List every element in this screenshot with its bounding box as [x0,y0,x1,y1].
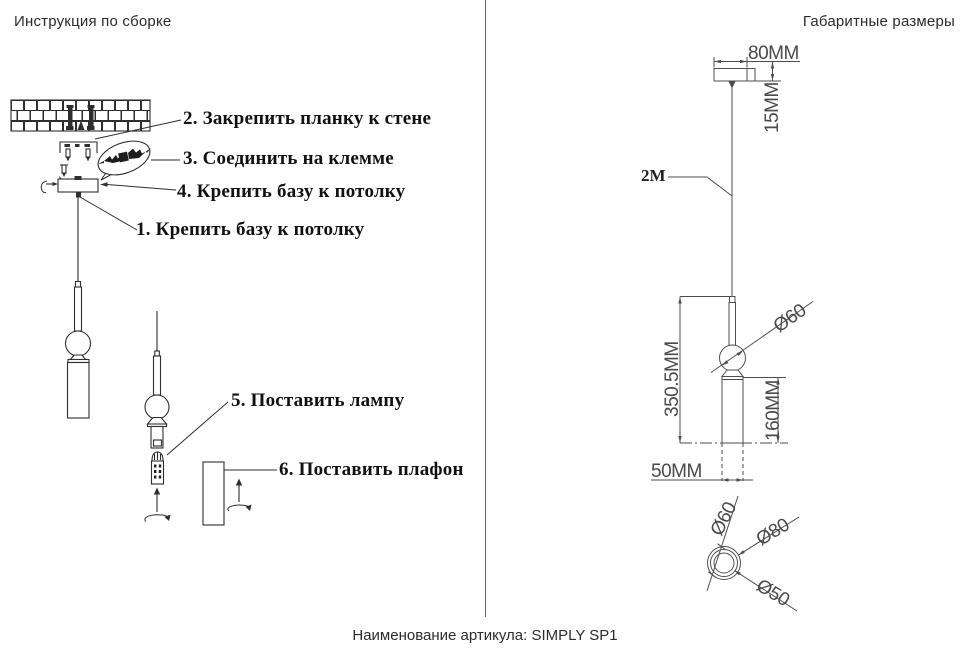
shade-height-value: 160MM [763,380,784,441]
dimension-bottom-d60 [706,495,739,592]
dimension-bottom-d80 [738,516,800,556]
leader-line-step-4 [100,182,177,191]
cord-length-label: 2М [641,166,666,185]
leader-line-step-2 [94,119,182,140]
shade-body-drawing [720,369,745,481]
shade-cylinder-drawing [202,461,225,526]
bulb-insert-arrow-icon [153,487,161,512]
dimension-shade-height [743,377,786,443]
bottom-view-circles [707,546,741,580]
dimension-bottom-d50 [734,570,798,612]
step-3-label: 3. Соединить на клемме [183,148,394,169]
step-2-label: 2. Закрепить планку к стене [183,108,432,129]
bottom-d80-value: Ø80 [753,515,793,551]
led-bulb-icon [150,439,165,485]
article-caption: Наименование артикула: SIMPLY SP1 [352,627,618,644]
step-5-label: 5. Поставить лампу [231,390,405,411]
dimension-plate-width [713,57,800,68]
loose-screw-icon [59,164,68,181]
step-6-label: 6. Поставить плафон [279,459,464,480]
terminal-callout [97,140,151,181]
dimension-sphere-diameter [710,301,814,373]
leader-line-step-1 [79,196,138,231]
wall-anchor-screws [66,105,95,130]
mounting-bracket-drawing [59,141,98,181]
step-4-label: 4. Крепить базу к потолку [177,181,406,202]
pendant-lamp-drawing [64,197,92,419]
ceiling-base-drawing [40,176,99,198]
bulb-rotate-arrow-icon [144,514,171,522]
dimension-fixture-height [678,296,788,444]
plate-width-value: 80MM [748,43,799,64]
bottom-d60-value: Ø60 [707,499,741,539]
left-panel-title: Инструкция по сборке [14,13,172,30]
up-arrow-icon [77,120,85,130]
lamp-without-shade-drawing [144,311,170,449]
fixture-height-value: 350.5MM [662,341,683,417]
shade-width-value: 50MM [651,461,702,482]
dimension-diagram [651,57,814,612]
shade-insert-arrow-icon [235,478,243,502]
dimension-plate-thickness [755,61,781,82]
sphere-diameter-value: Ø60 [770,300,810,337]
shade-rotate-arrow-icon [227,504,252,512]
assembly-diagram [10,99,277,526]
wire-connector-icon [98,148,151,164]
ceiling-plate-drawing [713,68,756,89]
insert-right-arrow-icon [52,182,58,186]
leader-line-step-5 [166,401,229,456]
step-1-label: 1. Крепить базу к потолку [136,219,365,240]
lamp-stem-drawing [728,296,736,346]
dimension-shade-width [651,478,753,482]
bottom-d50-value: Ø50 [752,575,792,611]
leader-line-cord-length [668,176,733,197]
hook-icon [40,180,48,194]
right-panel-title: Габаритные размеры [802,13,955,30]
plate-thickness-value: 15MM [762,82,783,133]
